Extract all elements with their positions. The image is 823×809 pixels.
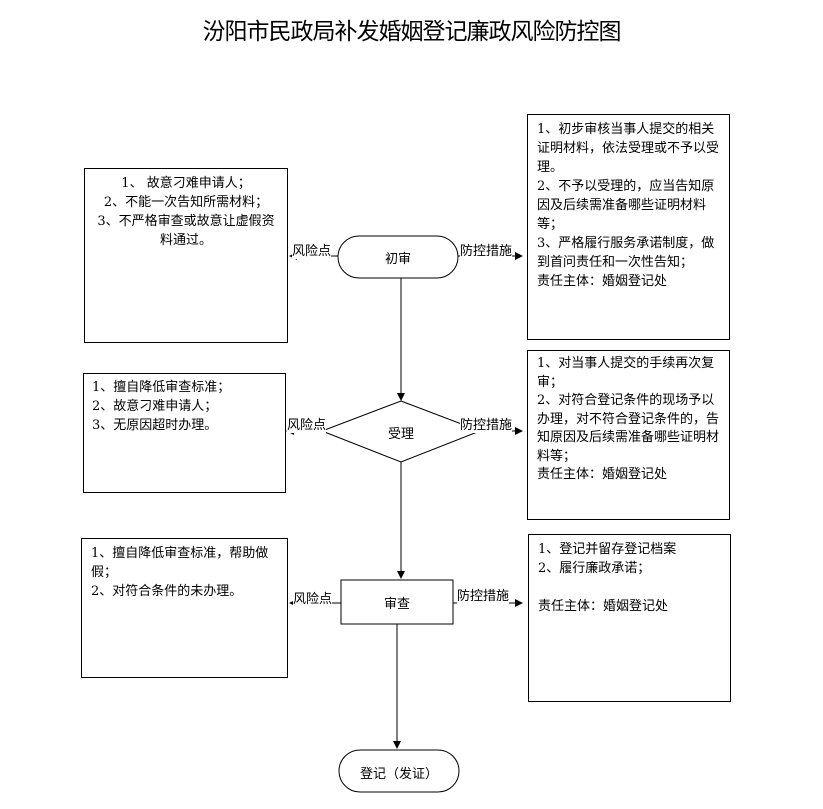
risk-chushen-item: 1、 故意刁难申请人； <box>121 176 251 191</box>
node-shouli-shape <box>320 400 482 463</box>
risk-shencha-item: 1、擅自降低审查标准，帮助做假； <box>91 546 269 580</box>
risk-chushen-item: 2、不能一次告知所需材料； <box>103 195 269 210</box>
risk-box-chushen: 1、 故意刁难申请人； 2、不能一次告知所需材料； 3、不严格审查或故意让虚假资… <box>84 168 288 343</box>
label-shencha-risk: 风险点 <box>293 588 333 607</box>
measure-shouli-item: 责任主体：婚姻登记处 <box>537 467 668 482</box>
risk-box-shencha: 1、擅自降低审查标准，帮助做假； 2、对符合条件的未办理。 <box>81 538 288 678</box>
measure-chushen-item: 责任主体：婚姻登记处 <box>537 274 668 289</box>
measure-box-shouli: 1、对当事人提交的手续再次复审； 2、对符合登记条件的现场予以办理，对不符合登记… <box>527 350 730 520</box>
node-shencha-shape <box>340 579 454 625</box>
label-shouli-risk: 风险点 <box>287 414 327 433</box>
measure-shencha-spacer <box>538 578 721 597</box>
measure-box-shencha: 1、登记并留存登记档案 2、履行廉政承诺； 责任主体：婚姻登记处 <box>528 534 731 702</box>
label-chushen-risk: 风险点 <box>292 240 332 259</box>
risk-shouli-item: 2、故意刁难申请人； <box>92 399 218 414</box>
measure-shouli-item: 1、对当事人提交的手续再次复审； <box>537 356 715 390</box>
node-shencha: 审查 <box>383 597 410 612</box>
risk-shencha-item: 2、对符合条件的未办理。 <box>91 584 243 599</box>
node-dengji-shape <box>338 749 460 793</box>
page-title: 汾阳市民政局补发婚姻登记廉政风险防控图 <box>202 19 622 45</box>
node-dengji: 登记（发证） <box>359 767 438 782</box>
measure-shencha-item: 1、登记并留存登记档案 <box>538 542 677 557</box>
risk-shouli-item: 1、擅自降低审查标准； <box>92 380 231 395</box>
measure-chushen-item: 2、不予以受理的，应当告知原因及后续需准备哪些证明材料等； <box>537 179 715 232</box>
measure-box-chushen: 1、初步审核当事人提交的相关证明材料，依法受理或不予以受理。 2、不予以受理的，… <box>527 114 730 340</box>
node-chushen-shape <box>337 235 459 279</box>
label-chushen-measure: 防控措施 <box>460 240 513 259</box>
node-chushen: 初审 <box>384 252 411 267</box>
measure-shencha-item: 责任主体：婚姻登记处 <box>538 599 669 614</box>
measure-shouli-item: 2、对符合登记条件的现场予以办理，对不符合登记条件的，告知原因及后续需准备哪些证… <box>537 393 720 464</box>
risk-shouli-item: 3、无原因超时办理。 <box>92 418 218 433</box>
label-shouli-measure: 防控措施 <box>460 414 513 433</box>
risk-chushen-item: 3、不严格审查或故意让虚假资料通过。 <box>97 214 275 248</box>
measure-chushen-item: 1、初步审核当事人提交的相关证明材料，依法受理或不予以受理。 <box>537 122 720 175</box>
measure-shencha-item: 2、履行廉政承诺； <box>538 561 651 576</box>
measure-chushen-item: 3、严格履行服务承诺制度，做到首问责任和一次性告知； <box>537 236 715 270</box>
node-shouli: 受理 <box>387 427 414 442</box>
risk-box-shouli: 1、擅自降低审查标准； 2、故意刁难申请人； 3、无原因超时办理。 <box>83 373 286 493</box>
label-shencha-measure: 防控措施 <box>457 585 510 604</box>
